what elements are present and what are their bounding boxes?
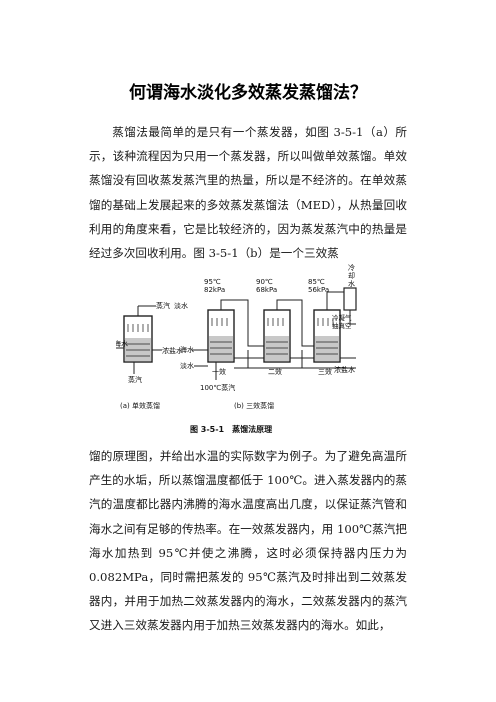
label-fresh-water-a: 淡水 (174, 301, 188, 310)
label-cooling-1: 冷 (348, 263, 355, 272)
paragraph-principle: 馏的原理图，并给出水温的实际数字为例子。为了避免高温所产生的水垢，所以蒸馏温度都… (89, 449, 407, 633)
subcaption-b: (b) 三效蒸馏 (234, 401, 274, 410)
label-steam-in-a: 蒸汽 (128, 375, 142, 384)
label-vacuum: 抽真空 (332, 321, 352, 330)
label-effect2: 二效 (268, 367, 282, 376)
label-seawater-b: 海水 (180, 345, 194, 354)
label-effect2-temp: 90℃ (256, 278, 273, 286)
distillation-diagram: 蒸汽 淡水 海水 浓盐水 蒸汽 95℃ 82kPa 90℃ 68kPa 85℃ … (114, 262, 366, 440)
label-condenser: 冷凝气 (332, 313, 352, 322)
label-effect3-temp: 85℃ (308, 278, 325, 286)
label-brine-b: 浓盐水 (334, 365, 355, 374)
label-effect1-press: 82kPa (204, 286, 225, 294)
label-effect2-press: 68kPa (256, 286, 277, 294)
label-effect1-temp: 95℃ (204, 278, 221, 286)
figure-distillation-diagram: 蒸汽 淡水 海水 浓盐水 蒸汽 95℃ 82kPa 90℃ 68kPa 85℃ … (114, 262, 366, 440)
three-effect-evaporators (192, 287, 357, 380)
label-effect1: 一效 (212, 367, 226, 376)
label-seawater-a: 海水 (116, 339, 128, 348)
label-steam-out: 蒸汽 (156, 301, 170, 310)
subcaption-a: (a) 单效蒸馏 (120, 401, 160, 410)
single-effect-evaporator (116, 305, 162, 374)
label-cooling-3: 水 (348, 279, 355, 288)
figure-caption: 图 3-5-1 蒸馏法原理 (190, 424, 272, 434)
label-fresh-water-b: 淡水 (180, 361, 194, 370)
label-brine-a: 浓盐水 (162, 346, 183, 355)
label-effect3: 三效 (318, 367, 332, 376)
paragraph-intro: 蒸馏法最简单的是只有一个蒸发器，如图 3-5-1（a）所示，该种流程因为只用一个… (89, 125, 407, 261)
label-steam-in-b: 100℃蒸汽 (200, 383, 235, 392)
page-title: 何谓海水淡化多效蒸发蒸馏法？ (129, 83, 367, 103)
label-effect3-press: 56kPa (308, 286, 329, 294)
label-cooling-2: 却 (348, 271, 355, 280)
